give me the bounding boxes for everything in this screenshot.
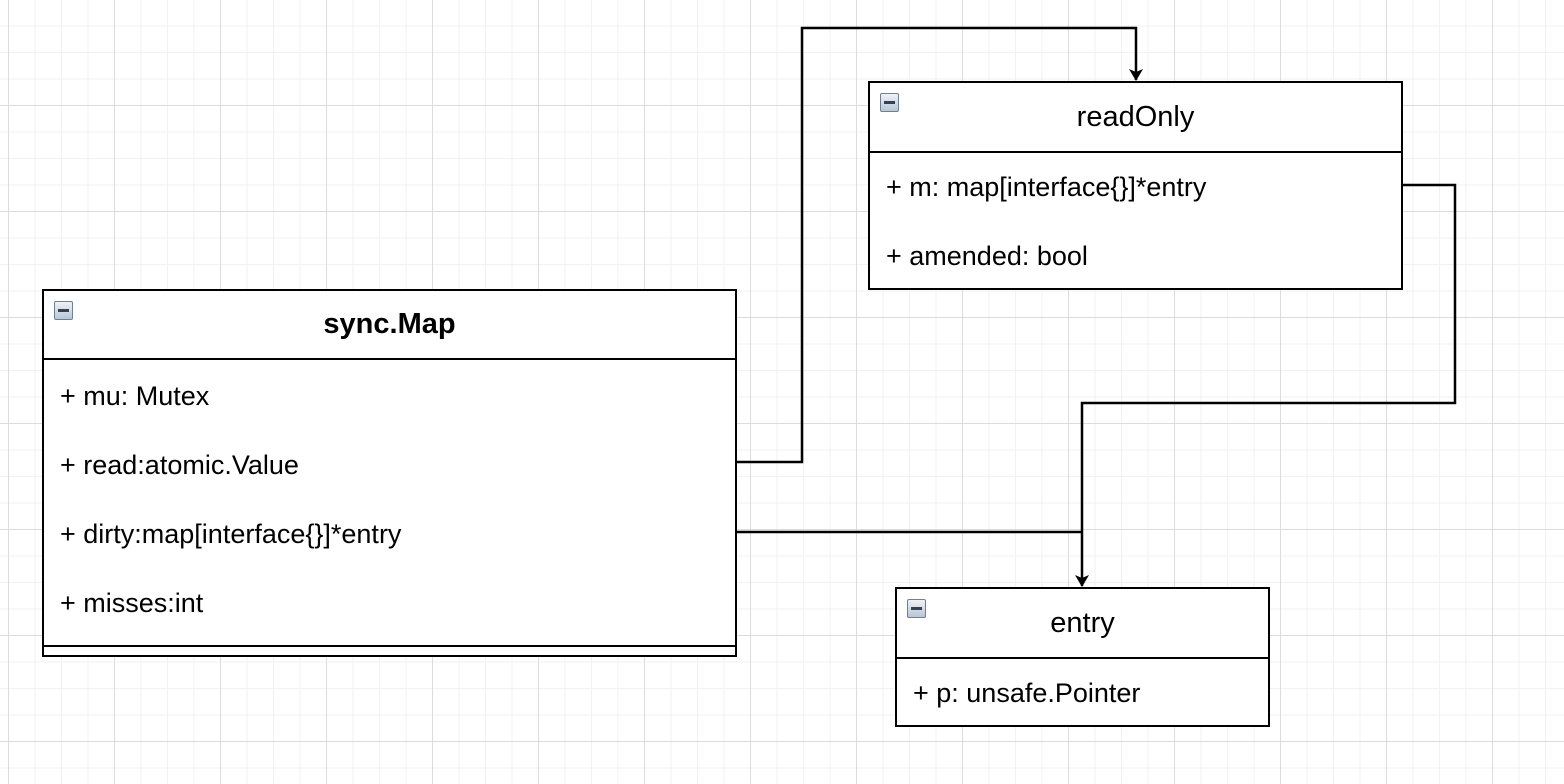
class-entry[interactable]: entry + p: unsafe.Pointer [895,587,1270,727]
attribute-amended[interactable]: + amended: bool [886,241,1088,271]
collapse-minus-icon[interactable] [54,301,73,320]
class-header-entry[interactable]: entry [897,589,1268,659]
collapse-minus-icon[interactable] [880,93,899,112]
class-sync-map[interactable]: sync.Map + mu: Mutex + read:atomic.Value… [42,289,737,657]
attribute-m[interactable]: + m: map[interface{}]*entry [886,172,1207,202]
class-title-entry: entry [1050,606,1115,639]
collapse-minus-icon[interactable] [907,599,926,618]
attribute-p[interactable]: + p: unsafe.Pointer [913,678,1141,708]
class-header-sync-map[interactable]: sync.Map [44,291,735,360]
connector-m-to-entry[interactable] [1075,183,1457,587]
class-title-read-only: readOnly [1076,100,1195,133]
class-methods-section-sync-map [44,645,735,655]
attribute-dirty[interactable]: + dirty:map[interface{}]*entry [60,519,402,549]
class-read-only[interactable]: readOnly + m: map[interface{}]*entry + a… [868,81,1403,290]
attribute-misses[interactable]: + misses:int [60,588,204,618]
connector-read-to-readonly[interactable] [737,26,1143,464]
class-header-read-only[interactable]: readOnly [870,83,1401,153]
attribute-mu[interactable]: + mu: Mutex [60,381,210,411]
class-title-sync-map: sync.Map [323,308,456,340]
attribute-read[interactable]: + read:atomic.Value [60,450,299,480]
